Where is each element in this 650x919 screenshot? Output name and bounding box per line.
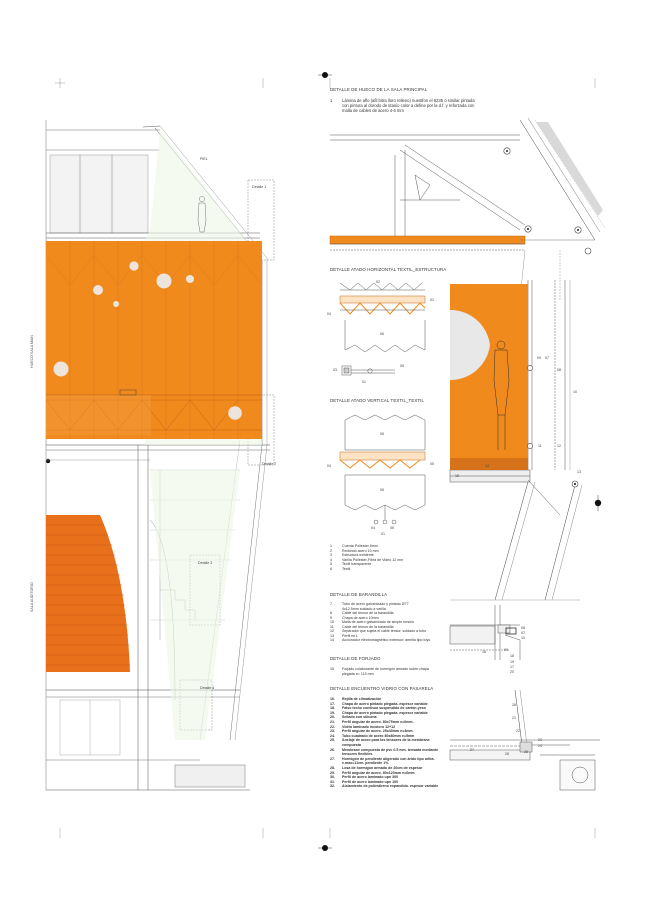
elev-callout-11: 11	[538, 444, 542, 448]
elev-callout-08: 08	[557, 368, 561, 372]
elev-callout-14: 14	[485, 464, 489, 468]
rail-callout-17: 17	[510, 665, 514, 669]
d2-callout-01a: 01	[430, 298, 434, 302]
rail-callout-16: 16	[482, 650, 486, 654]
person-figure-elevation	[493, 340, 510, 450]
elev-callout-09: 09	[537, 356, 541, 360]
tag-detalle-2: Detalle 2	[262, 462, 277, 466]
detail-3-title: DETALLE ATADO VERTICAL TEXTIL_TEXTIL	[330, 398, 425, 403]
d3-callout-06b: 06	[380, 488, 384, 492]
tag-detalle-3: Detalle 3	[198, 561, 213, 565]
d3-callout-05b: 05	[390, 526, 394, 530]
tag-detalle-1: Detalle 1	[252, 185, 267, 189]
d2-callout-04: 04	[327, 312, 331, 316]
glass-callout-21a: 21	[512, 716, 516, 720]
d2-callout-06: 06	[380, 332, 384, 336]
elev-callout-15: 15	[455, 474, 459, 478]
glass-callout-24: 24	[538, 744, 542, 748]
elev-callout-12: 12	[557, 444, 561, 448]
glass-callout-26: 26	[512, 703, 516, 707]
d3-callout-06a: 06	[380, 432, 384, 436]
elev-callout-13: 13	[577, 470, 581, 474]
rail-callout-19: 19	[510, 660, 514, 664]
glass-callout-22: 22	[516, 729, 520, 733]
d2-callout-05: 05	[400, 364, 404, 368]
orange-hall-panel	[45, 241, 263, 439]
rail-callout-08: 08	[521, 626, 525, 630]
glass-callout-25: 25	[524, 750, 528, 754]
elev-callout-07: 07	[545, 356, 549, 360]
d3-callout-04b: 04	[371, 526, 375, 530]
rail-callout-10: 10	[521, 636, 525, 640]
d2-callout-03: 03	[333, 368, 337, 372]
glass-callout-23: 23	[538, 738, 542, 742]
detail-5-title: DETALLE DE FORJADO	[330, 656, 381, 661]
glass-callout-28: 28	[505, 752, 509, 756]
detail-4-title: DETALLE DE BARANDILLA	[330, 592, 388, 597]
rail-callout-18: 18	[510, 654, 514, 658]
detail-1-title: DETALLE DE HUECO DE LA SALA PRINCIPAL	[330, 87, 428, 92]
d2-callout-02: 02	[376, 280, 380, 284]
person-figure-roof	[197, 196, 207, 233]
crop-marks	[55, 78, 596, 838]
detail-2-title: DETALLE ATADO HORIZONTAL TEXTIL_ESTRUCTU…	[330, 267, 447, 272]
rail-callout-07: 07	[521, 631, 525, 635]
orange-elevation-panel	[450, 284, 528, 470]
d3-callout-05a: 05	[430, 462, 434, 466]
detail-6-title: DETALLE ENCUENTRO VIDRIO CON PASARELA	[330, 686, 434, 691]
tag-piel: PIEL	[200, 157, 208, 161]
elev-callout-10: 10	[573, 390, 577, 394]
glass-callout-27: 27	[470, 748, 474, 752]
orange-auditorium-seating	[46, 515, 130, 672]
rail-callout-09: 09	[504, 648, 508, 652]
rail-callout-20: 20	[510, 670, 514, 674]
d2-callout-01b: 01	[362, 380, 366, 384]
d3-callout-01: 01	[381, 532, 385, 536]
d3-callout-04: 04	[327, 464, 331, 468]
tag-detalle-4: Detalle 4	[200, 686, 215, 690]
